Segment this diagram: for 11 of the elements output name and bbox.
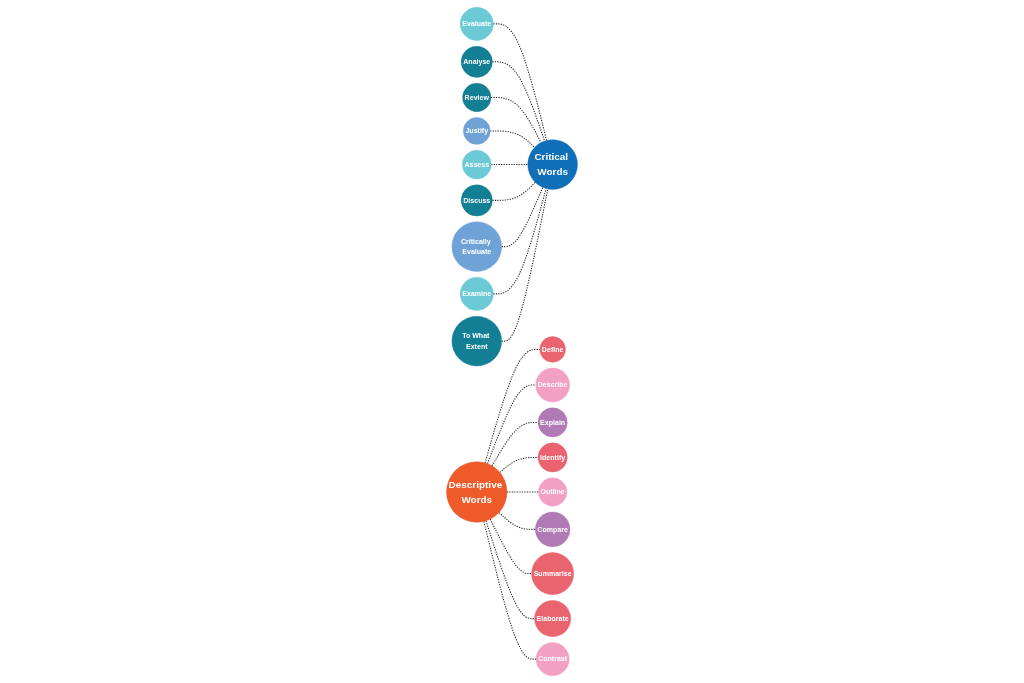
connector — [501, 188, 549, 342]
connector — [492, 23, 548, 141]
connector — [492, 188, 547, 295]
connector — [501, 186, 544, 248]
connector — [489, 130, 536, 148]
connector — [487, 384, 537, 465]
node-circle: Critical Words — [527, 139, 578, 190]
node-circle: Descriptive Words — [446, 461, 508, 523]
connector — [483, 520, 537, 660]
connector — [491, 61, 546, 142]
connector — [498, 512, 536, 530]
